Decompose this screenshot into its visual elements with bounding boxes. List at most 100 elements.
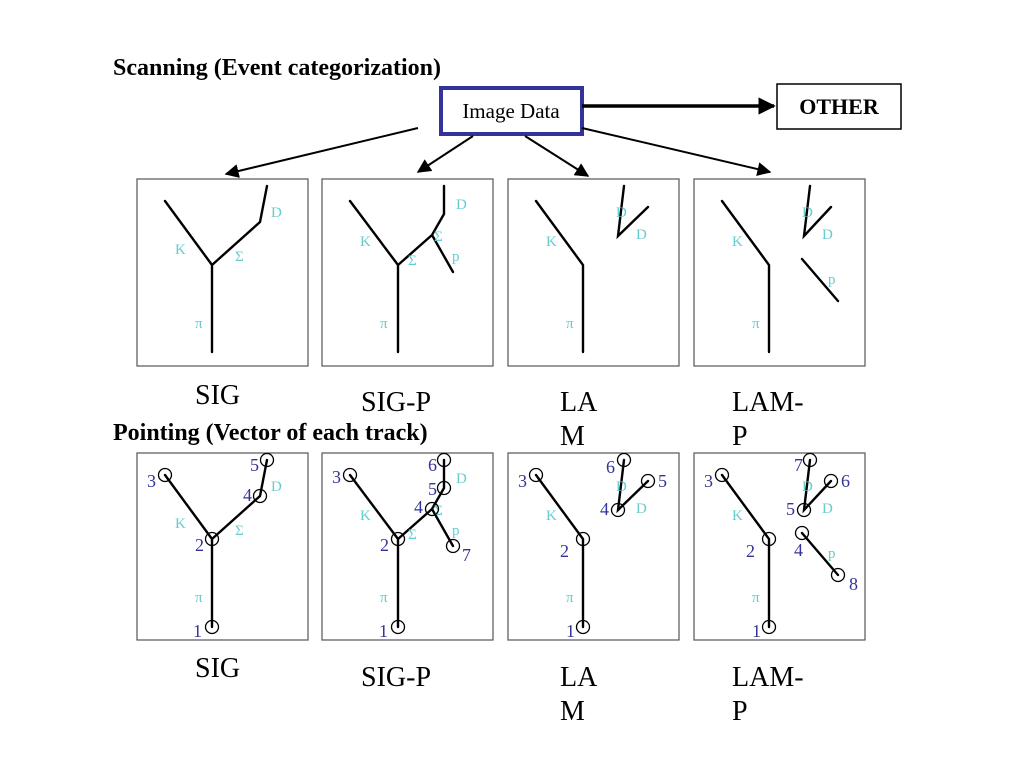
track-point-number: 6	[428, 455, 437, 475]
track-point-marker	[640, 473, 656, 489]
particle-label: π	[380, 316, 388, 332]
panel-frame	[321, 452, 494, 641]
particle-labels: D K Σπ	[175, 479, 282, 606]
particle-label: Σ	[235, 523, 244, 539]
particle-label: π	[752, 590, 760, 606]
track-point-number: 3	[518, 471, 527, 491]
particle-label: Σ	[235, 249, 244, 265]
event-tracks	[163, 184, 269, 354]
track-point-number: 7	[462, 545, 471, 565]
particle-label: K	[175, 516, 186, 532]
particle-label: p	[452, 249, 460, 265]
panel-frame	[136, 452, 309, 641]
particle-label: D	[271, 479, 282, 495]
track-point-marker	[436, 452, 452, 468]
particle-labels: DD Kπ	[546, 205, 647, 332]
particle-label: D	[822, 227, 833, 243]
particle-label: π	[752, 316, 760, 332]
particle-label: Σ	[408, 253, 417, 269]
particle-label: D	[271, 205, 282, 221]
track-point-number: 5	[658, 471, 667, 491]
track-point-marker	[157, 467, 173, 483]
track-point-number: 5	[250, 455, 259, 475]
panel-frame	[507, 452, 680, 641]
arrow-to-lam-p	[581, 127, 772, 176]
event-tracks	[534, 458, 650, 629]
particle-label: K	[546, 234, 557, 250]
track-point-number: 6	[606, 457, 615, 477]
track-point-number: 4	[414, 497, 423, 517]
panel-frame	[693, 178, 866, 367]
track-point-marker	[761, 531, 777, 547]
particle-label: D	[636, 227, 647, 243]
particle-label: D	[822, 501, 833, 517]
point-caption-sig-p: SIG-P	[361, 662, 431, 693]
particle-label: K	[175, 242, 186, 258]
panel-frame	[507, 178, 680, 367]
track-point-marker	[528, 467, 544, 483]
track-point-number: 2	[560, 541, 569, 561]
track-point-marker	[714, 467, 730, 483]
particle-label: π	[195, 590, 203, 606]
track-point-number: 2	[195, 535, 204, 555]
track-point-marker	[390, 619, 406, 635]
panel-frame	[321, 178, 494, 367]
track-point-number: 1	[379, 621, 388, 641]
track-point-marker	[445, 538, 461, 554]
particle-label: Σ	[434, 229, 443, 245]
event-tracks	[720, 184, 840, 354]
track-points: 1 2 3 4 5 6	[518, 452, 667, 641]
pointing-heading: Pointing (Vector of each track)	[113, 420, 428, 446]
particle-label: K	[360, 508, 371, 524]
particle-label: π	[380, 590, 388, 606]
track-point-marker	[794, 525, 810, 541]
particle-label: D	[636, 501, 647, 517]
track-point-number: 4	[600, 499, 609, 519]
track-point-marker	[204, 619, 220, 635]
particle-label: D	[616, 205, 627, 221]
other-label: OTHER	[799, 94, 880, 119]
particle-label: K	[360, 234, 371, 250]
scan-caption-sig-p: SIG-P	[361, 387, 431, 418]
particle-label: p	[452, 523, 460, 539]
arrow-to-sig	[224, 127, 419, 178]
track-point-number: 1	[566, 621, 575, 641]
scanning-heading: Scanning (Event categorization)	[113, 55, 441, 81]
track-point-number: 3	[147, 471, 156, 491]
point-caption-lam-p: LAM-P	[732, 662, 804, 727]
track-point-marker	[342, 467, 358, 483]
particle-label: π	[195, 316, 203, 332]
track-point-number: 8	[849, 574, 858, 594]
particle-label: D	[802, 479, 813, 495]
track-point-marker	[252, 488, 268, 504]
particle-label: D	[616, 479, 627, 495]
particle-label: π	[566, 316, 574, 332]
scan-caption-lam-p: LAM-P	[732, 387, 804, 452]
track-point-marker	[796, 502, 812, 518]
arrow-to-sig-p	[416, 135, 474, 173]
track-point-number: 6	[841, 471, 850, 491]
track-point-marker	[823, 473, 839, 489]
particle-label: p	[828, 272, 836, 288]
particle-label: D	[456, 197, 467, 213]
track-point-marker	[830, 567, 846, 583]
scan-panel-sig: D K Σπ	[136, 178, 309, 367]
track-point-number: 4	[243, 485, 252, 505]
particle-label: D	[456, 471, 467, 487]
track-point-marker	[204, 531, 220, 547]
image-data-node: Image Data	[439, 86, 584, 136]
track-point-number: 3	[704, 471, 713, 491]
particle-label: D	[802, 205, 813, 221]
